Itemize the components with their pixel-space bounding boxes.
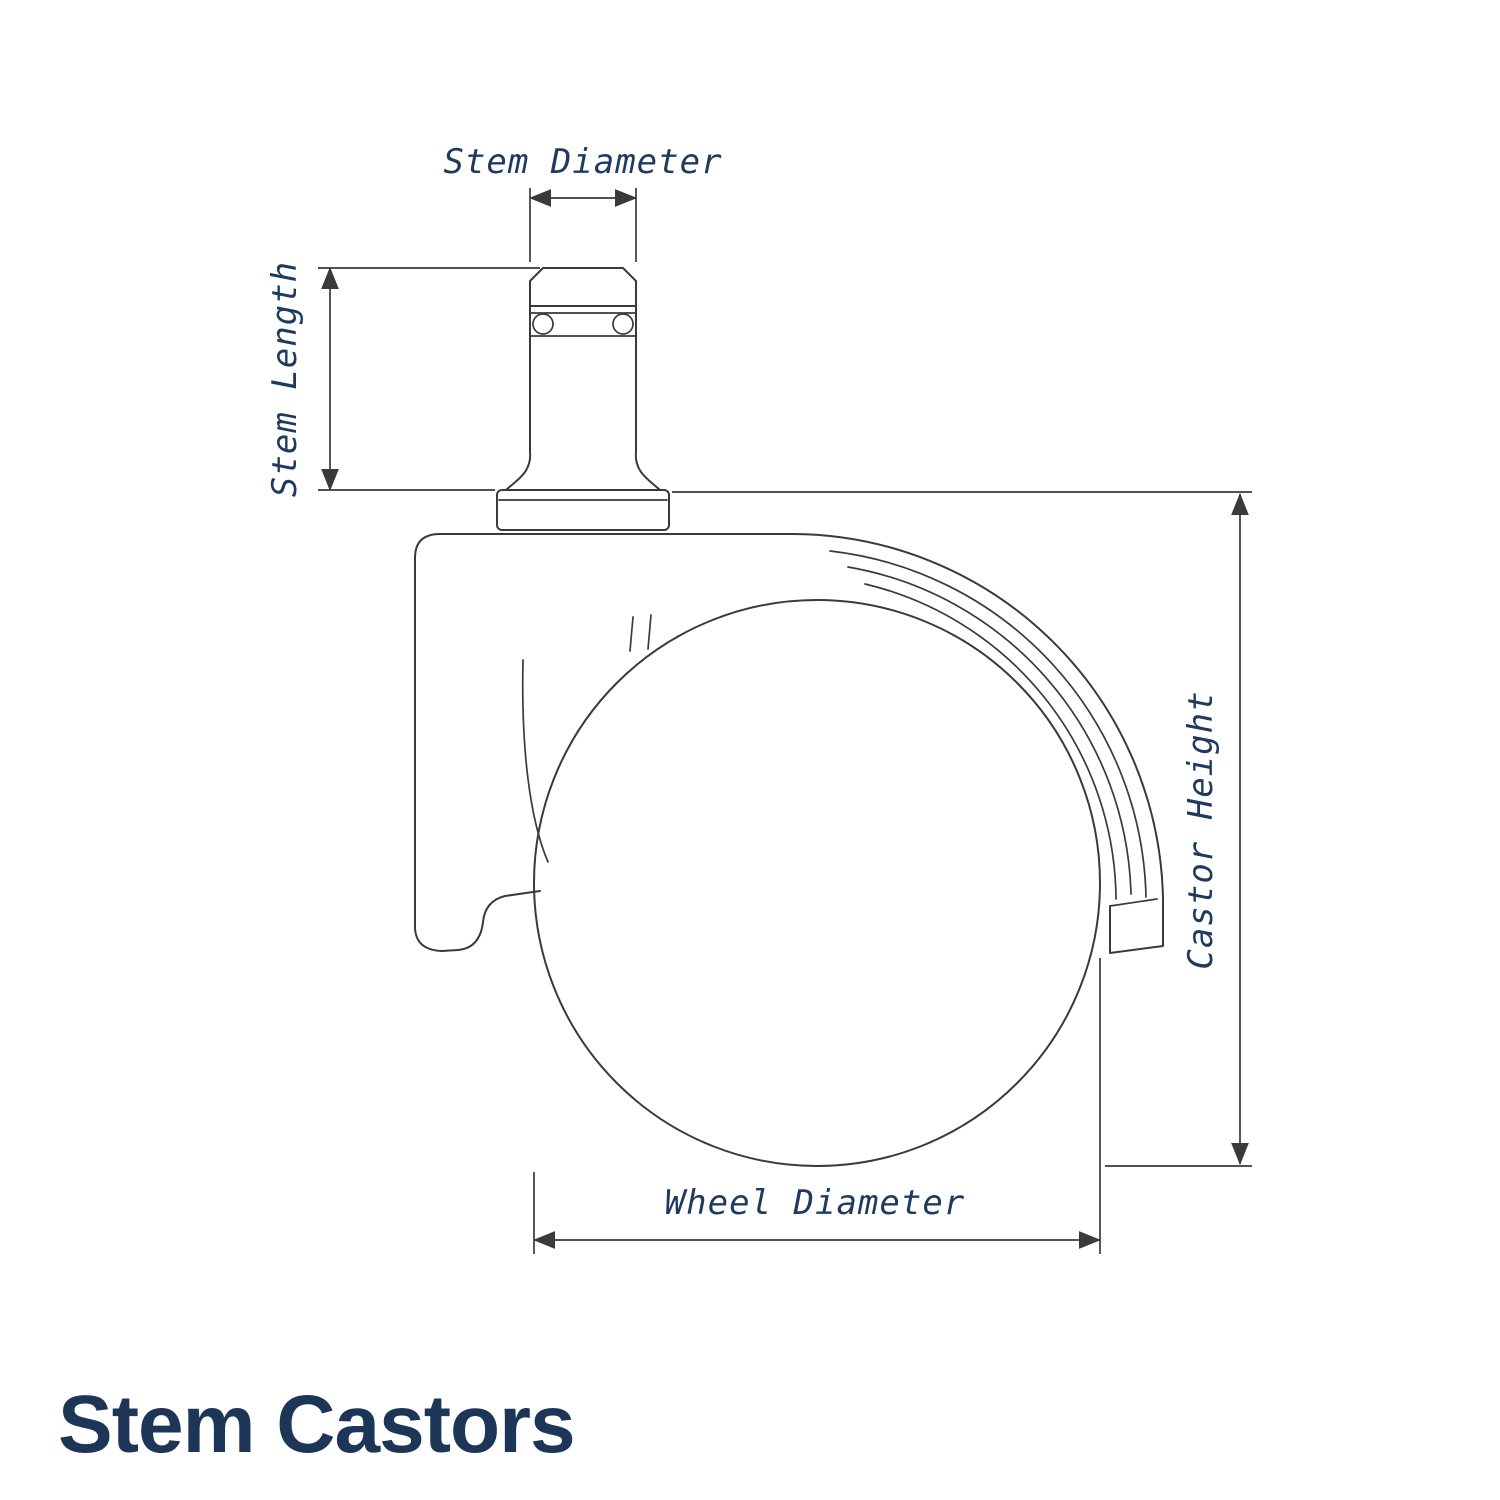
stem-flare-right [634,451,661,491]
hood-outer-edge [414,533,1164,899]
hood-gap-tick-2 [647,614,652,650]
wheel-diameter-label: Wheel Diameter [665,1183,966,1223]
dimension-castor-height: Castor Height [672,491,1252,1167]
page-title: Stem Castors [58,1379,575,1470]
hood-inner-wall [521,659,549,863]
stem-collar [496,489,670,531]
hood-gap-tick-1 [629,616,634,652]
hood-layer-arc-1 [829,550,1147,898]
wheel-circle [533,599,1101,1167]
stem-ring-left [532,313,554,335]
hood-drawing [414,533,1164,954]
stem-cap-outline [529,267,637,307]
stem-flare-left [505,451,532,491]
stem-length-label: Stem Length [265,261,305,497]
dimension-stem-length: Stem Length [265,261,540,497]
hood-layer-arc-3 [864,583,1117,900]
stem-ring-right [612,313,634,335]
hood-bottom-cutout [414,890,541,952]
dimension-wheel-diameter: Wheel Diameter [532,958,1102,1254]
dimension-stem-diameter: Stem Diameter [443,142,722,262]
hood-layer-arc-2 [847,566,1132,895]
hood-right-foot-inner [1109,898,1158,907]
stem-diameter-label: Stem Diameter [443,142,722,182]
castor-height-label: Castor Height [1181,690,1221,969]
hood-right-foot [1109,897,1164,954]
stem-drawing [496,267,670,531]
